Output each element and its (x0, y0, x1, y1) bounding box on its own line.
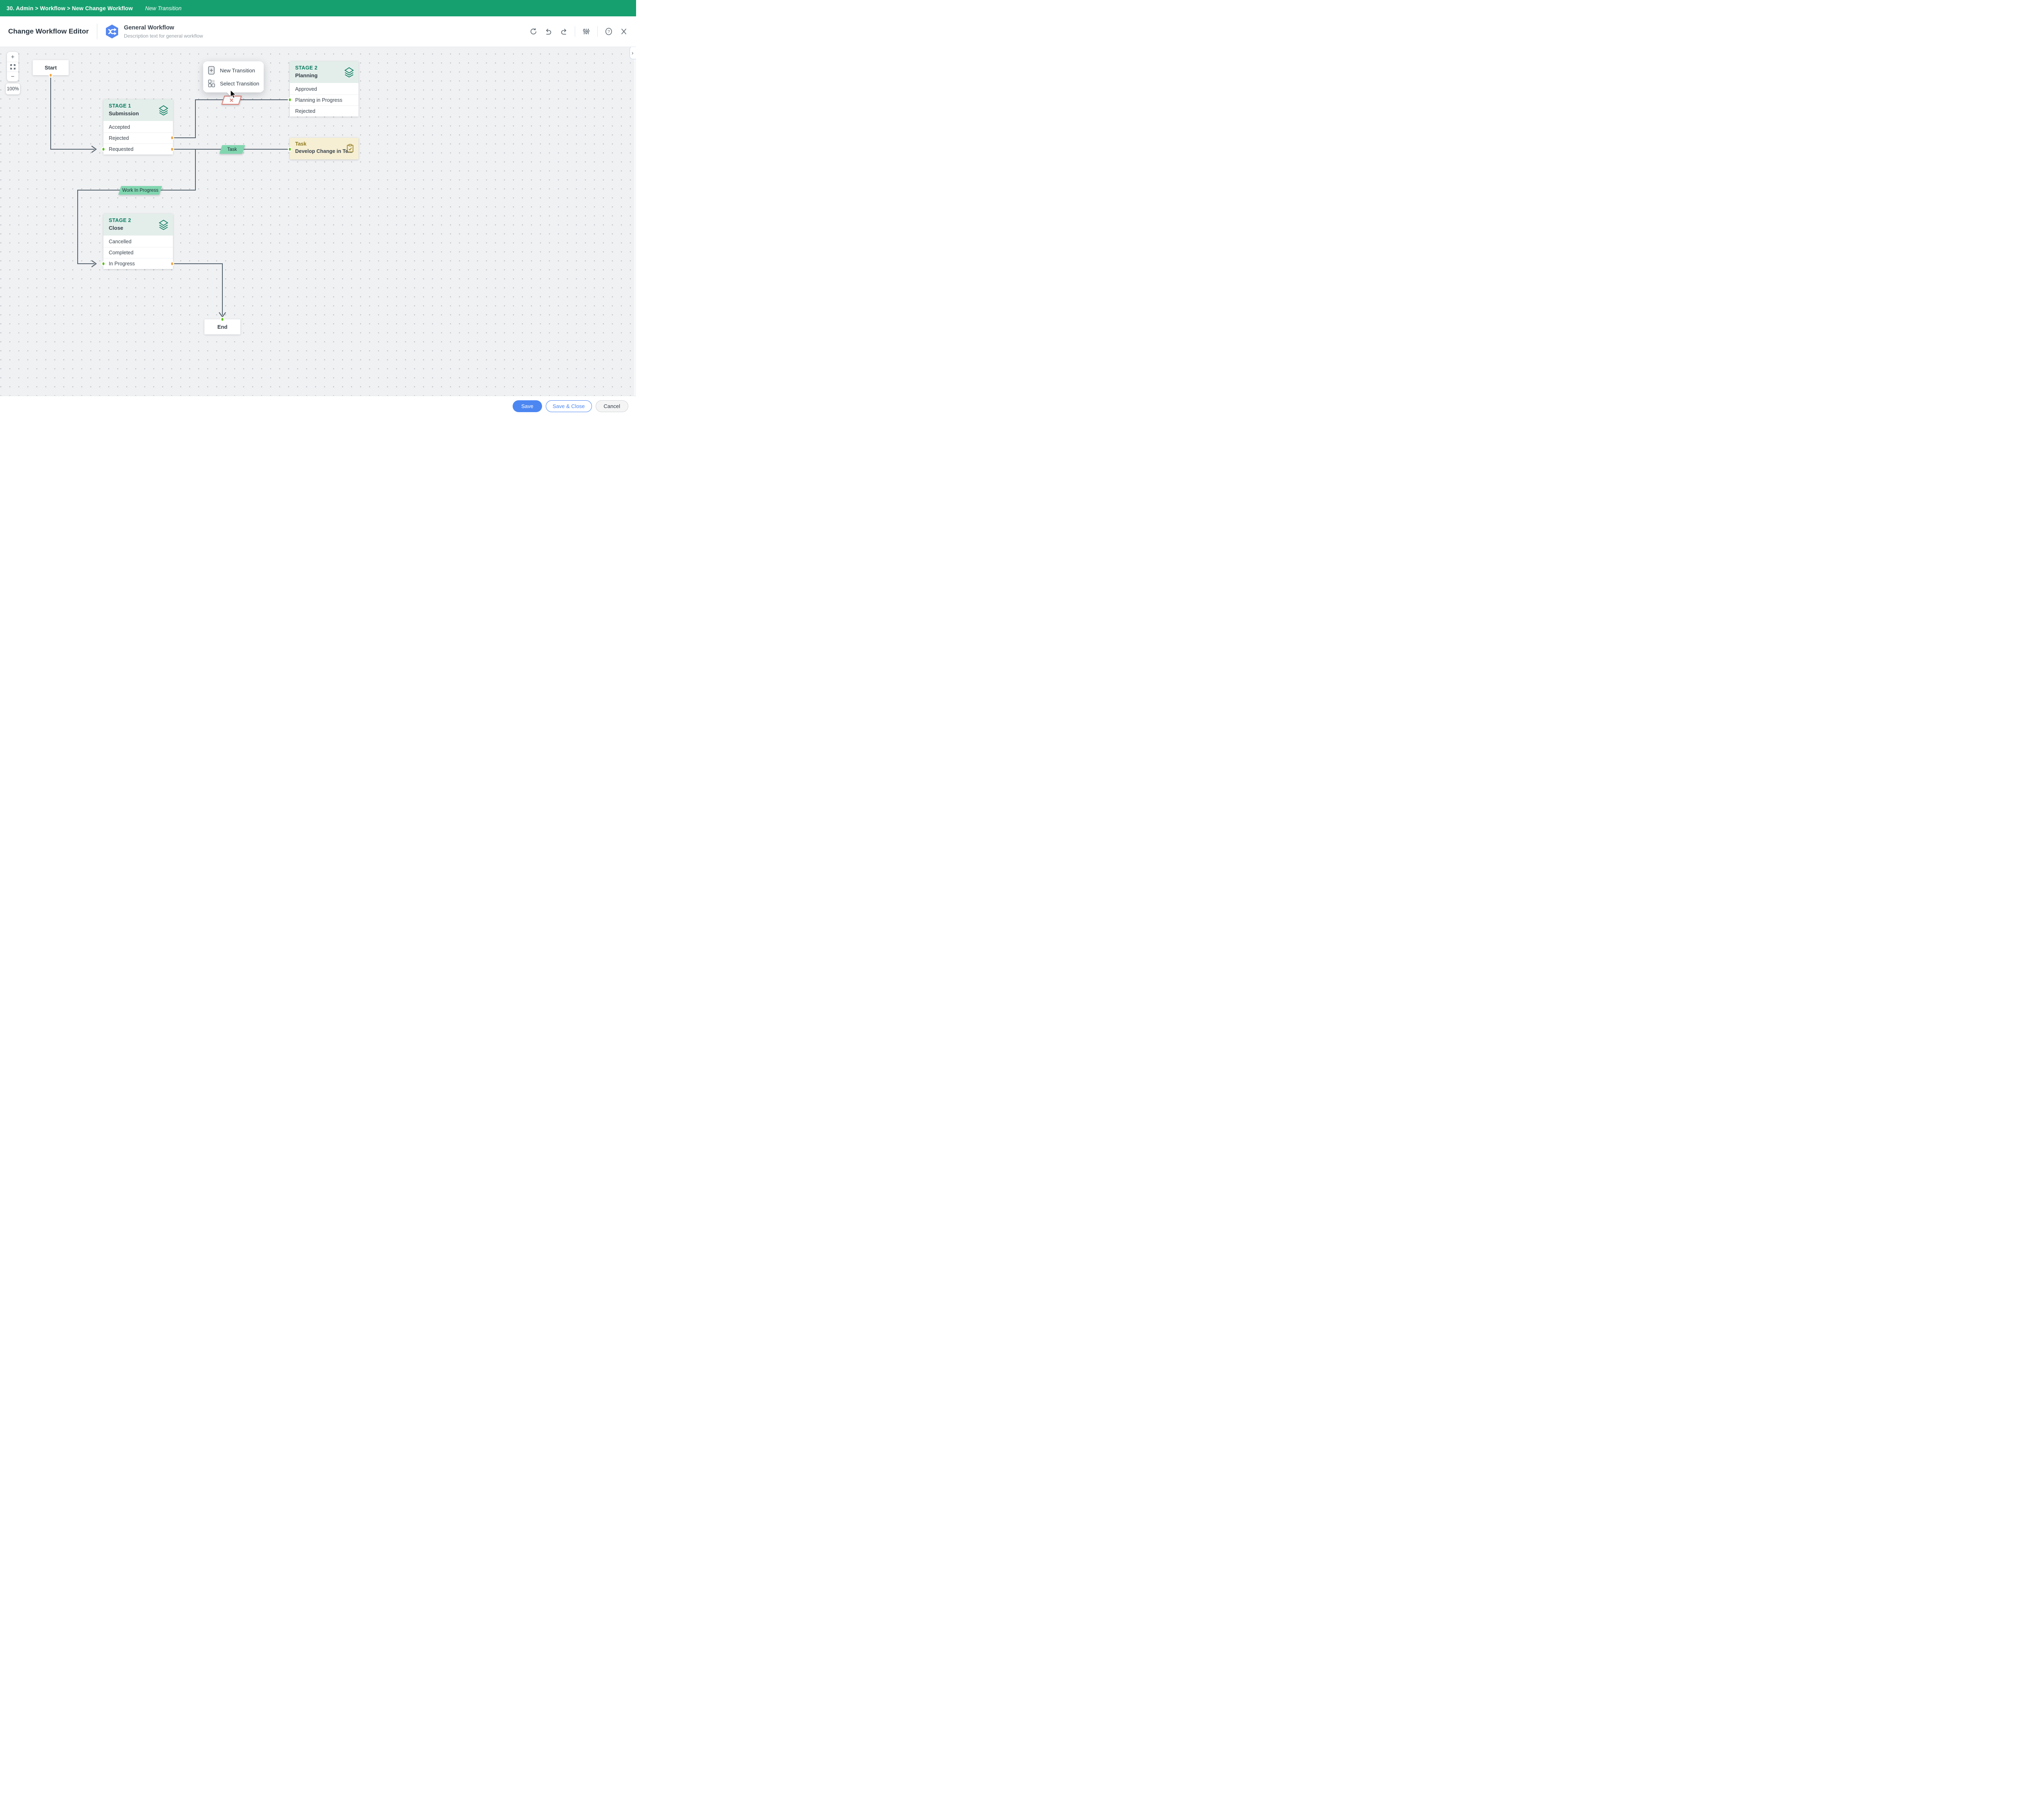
layers-icon (159, 220, 168, 230)
wire-inprogress-to-end (172, 263, 223, 315)
status-row-accepted[interactable]: Accepted (103, 121, 173, 132)
status-row-planning-in-progress[interactable]: Planning in Progress (290, 94, 359, 105)
status-label: Rejected (109, 135, 129, 141)
end-node-label: End (217, 324, 228, 330)
task-node-badge: Task (295, 141, 307, 147)
right-panel-strip (633, 59, 636, 396)
wire-rejected-to-planning (172, 99, 290, 138)
workflow-description: Description text for general workflow (124, 33, 203, 39)
editor-header: Change Workflow Editor General Workflow … (0, 16, 636, 47)
mode-label: New Transition (145, 5, 182, 11)
zoom-out-button[interactable]: − (7, 72, 18, 81)
save-button[interactable]: Save (513, 400, 542, 412)
stage2-close-header[interactable]: STAGE 2 Close (103, 214, 173, 236)
transition-label-text: Task (227, 147, 237, 152)
zoom-controls: + − (7, 52, 18, 81)
status-label: Planning in Progress (295, 97, 343, 103)
filters-icon[interactable] (582, 27, 590, 36)
clipboard-check-icon (347, 144, 354, 153)
undo-icon[interactable] (545, 27, 553, 36)
refresh-icon[interactable] (529, 27, 538, 36)
arrowhead-right (91, 260, 97, 267)
close-icon[interactable] (620, 27, 628, 36)
start-node[interactable]: Start (33, 60, 69, 75)
zoom-in-label: + (11, 53, 15, 61)
stage2-planning-name: Planning (295, 72, 318, 79)
layers-icon (344, 67, 354, 78)
transition-context-menu: New Transition Select Transition (203, 61, 264, 92)
workflow-meta: General Workflow Description text for ge… (124, 25, 203, 39)
status-row-rejected[interactable]: Rejected (103, 132, 173, 144)
mouse-cursor (230, 90, 236, 99)
header-toolbar: ? (529, 26, 628, 37)
status-row-requested[interactable]: Requested (103, 144, 173, 155)
workflow-title: General Workflow (124, 24, 175, 31)
status-row-rejected[interactable]: Rejected (290, 105, 359, 117)
stage2-planning-header[interactable]: STAGE 2 Planning (290, 61, 359, 83)
menu-item-new-transition[interactable]: New Transition (203, 64, 264, 77)
status-label: Accepted (109, 124, 130, 130)
stage1-submission-node[interactable]: STAGE 1 Submission Accepted Rejected Req… (103, 99, 173, 155)
stage2-close-node[interactable]: STAGE 2 Close Cancelled Completed In Pro… (103, 214, 173, 269)
status-label: Approved (295, 86, 317, 92)
cancel-button[interactable]: Cancel (595, 400, 628, 412)
status-label: Rejected (295, 108, 316, 114)
status-label: In Progress (109, 261, 135, 267)
arrowhead-right (91, 146, 97, 153)
arrowhead-down (219, 312, 226, 318)
status-label: Requested (109, 146, 134, 152)
task-node-name: Develop Change in Te... (295, 148, 353, 154)
svg-text:?: ? (607, 29, 610, 34)
status-row-completed[interactable]: Completed (103, 247, 173, 258)
zoom-level-value: 100% (7, 86, 19, 92)
page-title: Change Workflow Editor (8, 27, 89, 35)
chevron-right-icon: › (632, 49, 634, 56)
menu-item-label: New Transition (220, 67, 255, 74)
start-node-label: Start (45, 65, 57, 71)
toolbar-divider (597, 26, 598, 37)
stage1-header[interactable]: STAGE 1 Submission (103, 99, 173, 121)
status-label: Completed (109, 250, 134, 256)
status-row-approved[interactable]: Approved (290, 83, 359, 94)
layers-icon (159, 105, 168, 116)
stage1-name: Submission (109, 110, 139, 117)
stage1-badge: STAGE 1 (109, 103, 131, 109)
zoom-in-button[interactable]: + (7, 52, 18, 62)
workflow-hexagon-icon (106, 25, 119, 38)
save-and-close-button[interactable]: Save & Close (545, 400, 592, 412)
breadcrumb[interactable]: 30. Admin > Workflow > New Change Workfl… (7, 5, 133, 11)
transition-label-task[interactable]: Task (219, 145, 245, 154)
workflow-canvas[interactable]: Start STAGE 1 Submission Accepted Reject… (0, 47, 636, 396)
top-breadcrumb-bar: 30. Admin > Workflow > New Change Workfl… (0, 0, 636, 16)
end-node[interactable]: End (204, 319, 240, 334)
right-panel-toggle[interactable]: › (630, 47, 636, 59)
help-icon[interactable]: ? (605, 27, 613, 36)
transition-label-text: Work In Progress (122, 188, 159, 193)
menu-item-select-transition[interactable]: Select Transition (203, 77, 264, 90)
zoom-level-badge[interactable]: 100% (6, 83, 20, 94)
plus-card-icon (208, 66, 215, 75)
fit-to-screen-button[interactable] (7, 62, 18, 72)
grid-icon (208, 79, 215, 87)
footer-action-bar: Save Save & Close Cancel (0, 396, 636, 416)
menu-item-label: Select Transition (220, 80, 260, 87)
stage2-planning-node[interactable]: STAGE 2 Planning Approved Planning in Pr… (290, 61, 359, 117)
status-row-cancelled[interactable]: Cancelled (103, 236, 173, 247)
task-node[interactable]: Task Develop Change in Te... (290, 138, 359, 159)
stage2-planning-badge: STAGE 2 (295, 65, 318, 71)
zoom-out-label: − (11, 73, 15, 80)
redo-icon[interactable] (560, 27, 568, 36)
transition-label-work-in-progress[interactable]: Work In Progress (118, 186, 162, 195)
status-label: Cancelled (109, 239, 132, 245)
wire-start-to-requested (50, 75, 94, 150)
expand-icon (10, 64, 16, 70)
status-row-in-progress[interactable]: In Progress (103, 258, 173, 269)
